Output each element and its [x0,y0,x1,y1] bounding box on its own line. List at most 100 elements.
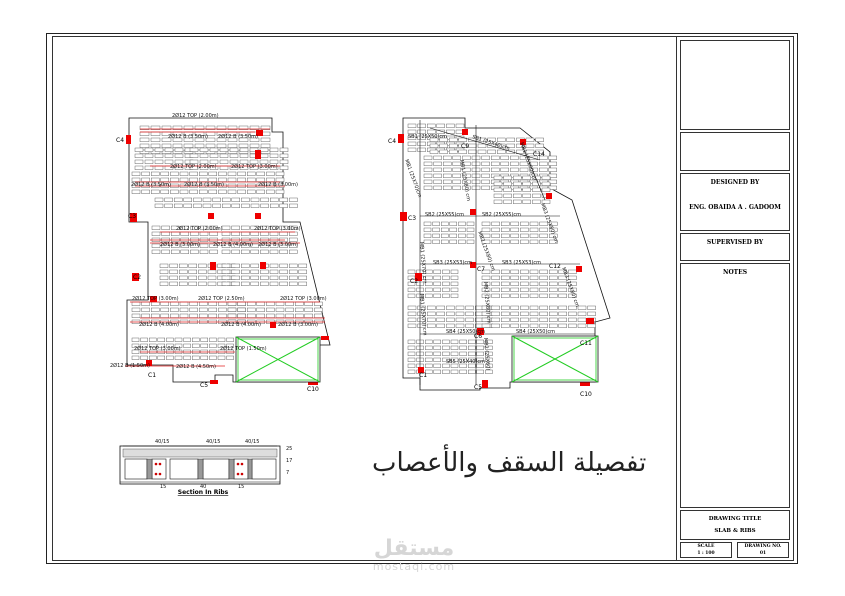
rib-block [139,125,150,130]
rib-block [417,323,426,328]
rib-block [529,155,538,160]
rib-block [481,305,491,310]
rib-block [189,313,198,318]
rib-block [249,125,260,130]
rib-block [539,227,548,232]
rib-block [468,137,477,142]
rib-block [183,197,193,202]
rib-block [208,313,218,318]
rib-block [481,221,491,226]
rib-block [131,349,140,354]
rib-block [459,351,467,356]
rib-block [427,317,436,322]
rib-block [269,153,279,158]
rib-block [188,275,198,280]
rib-block [587,305,596,310]
rib-block [172,125,183,130]
rib-block [279,243,288,248]
rib-block [449,239,457,244]
rib-block [503,187,512,192]
rib-block [577,317,587,322]
rib-block [179,313,189,318]
rib-block [289,269,298,274]
rib-block [427,123,436,128]
rib-block [279,165,289,170]
rib-block [266,307,275,312]
rib-block [221,263,231,268]
rib-block [174,159,184,164]
rib-block [568,317,577,322]
rebar-label: 2Ø12 B (3.50m) [168,133,208,140]
rib-block [260,197,269,202]
rib-block [510,287,519,292]
rib-block [209,153,219,158]
rib-block [513,187,522,192]
rebar-dot [236,462,240,466]
designed-by-cell: DESIGNED BY ENG. OBAIDA A . GADOOM [680,173,790,231]
rib-block [466,233,475,238]
rib-block [407,339,416,344]
rib-block [209,355,217,360]
rib-block [532,187,541,192]
rib-block [170,243,180,248]
rib-block [539,305,548,310]
rib-web [247,458,253,480]
rib-block [481,167,490,172]
scale-value: 1 : 100 [697,551,715,556]
rib-block [449,221,457,226]
rib-block [183,125,194,130]
rib-block [164,203,173,208]
rib-block [260,125,271,130]
rib-block [227,189,237,194]
rib-block [150,125,161,130]
rib-block [455,311,465,316]
rib-block [439,149,448,154]
rib-block [452,173,461,178]
rib-block [549,323,558,328]
rib-block [493,187,503,192]
rib-block [450,269,459,274]
column-marker [150,296,157,302]
rib-block [513,199,522,204]
rib-block [172,137,183,142]
rib-block [250,275,260,280]
column-marker [470,209,476,215]
column-marker [132,273,139,281]
column-marker [576,266,582,272]
rib-block [407,369,416,374]
rib-block [207,269,217,274]
rib-block [131,189,141,194]
rib-block [485,351,493,356]
rib-block [131,171,141,176]
rib-block [269,249,279,254]
rib-block [558,305,567,310]
rib-block [446,305,455,310]
rebar-label: 2Ø12 TOP (3.00m) [254,225,301,232]
rib-block [237,313,246,318]
rib-block [458,143,467,148]
rib-block [157,343,166,348]
notes-cell: NOTES [680,263,790,508]
rib-block [452,179,461,184]
rib-block [439,137,448,142]
rib-block [459,369,467,374]
column-marker [470,262,476,268]
rib-block [198,275,207,280]
column-label: C5 [474,384,482,391]
rib-block [449,143,458,148]
right-beams [419,120,595,385]
rib-block [178,263,188,268]
rib-block [229,159,239,164]
rib-block [209,249,218,254]
rib-block [266,189,275,194]
rib-block [433,339,441,344]
rib-block [217,343,226,348]
rib-block [407,363,416,368]
column-label: C6 [474,333,482,340]
rib-block [520,311,529,316]
rib-block [134,159,144,164]
rib-block [188,269,198,274]
rib-block [170,231,180,236]
rebar-label: 2Ø12 B (1.50m) [110,362,150,369]
rib-block [510,323,519,328]
